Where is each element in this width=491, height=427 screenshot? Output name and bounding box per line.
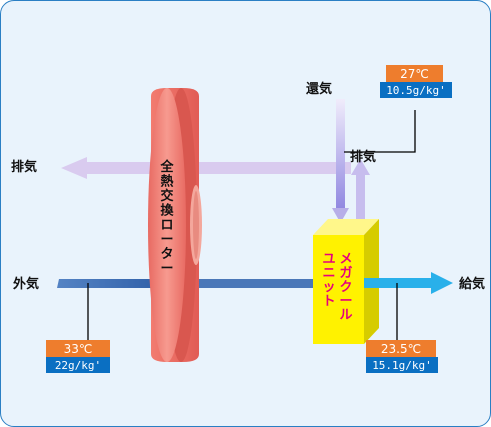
outside-air-line	[57, 279, 313, 288]
supply-air-readout: 23.5℃ 15.1g/kg'	[366, 340, 438, 373]
unit-label-col1-char: メ	[339, 252, 352, 267]
rotor-label-char: ー	[160, 262, 173, 277]
unit-label-col1-char: ク	[339, 280, 352, 295]
rotor-label-char: ロ	[160, 218, 173, 233]
unit-label-col2-char: ユ	[322, 252, 335, 267]
supply-air-humidity-box	[366, 357, 438, 373]
exhaust-up-arrow	[351, 159, 370, 219]
supply-air-label: 給気	[459, 276, 485, 292]
supply-air-humidity: 15.1g/kg'	[372, 359, 432, 372]
outside-air-readout: 33℃ 22g/kg'	[46, 340, 110, 373]
supply-air-temp-box	[366, 340, 436, 357]
return-air-pipe	[332, 99, 349, 223]
outside-air-humidity-box	[46, 357, 110, 373]
unit-label-col2-char: ッ	[322, 280, 335, 295]
unit-label-col1-char: ー	[339, 294, 352, 309]
return-air-temp: 27℃	[400, 67, 429, 81]
unit-label-col2-char: ト	[322, 294, 335, 309]
exhaust-label-top: 排気	[350, 149, 376, 165]
rotor-label-char: 全	[159, 159, 174, 175]
return-air-humidity-box	[380, 82, 452, 98]
return-air-humidity: 10.5g/kg'	[386, 84, 446, 97]
leader-lines	[87, 110, 416, 340]
supply-air-temp: 23.5℃	[381, 342, 421, 356]
exhaust-label-left: 排気	[11, 159, 37, 175]
return-air-temp-box	[386, 65, 443, 82]
outside-air-temp: 33℃	[64, 342, 93, 356]
return-air-label: 還気	[306, 81, 332, 97]
exhaust-flow-arrow	[61, 157, 351, 179]
supply-air-arrow	[364, 272, 453, 294]
return-air-readout: 27℃ 10.5g/kg'	[380, 65, 452, 98]
return-air-leader-line	[344, 110, 416, 153]
outside-air-label: 外気	[12, 276, 39, 292]
unit-label-col2-char: ニ	[322, 266, 335, 281]
outside-air-temp-box	[46, 340, 110, 357]
rotor-label-char: タ	[160, 247, 173, 262]
rotor-label-char: 熱	[160, 174, 173, 190]
rotor-label-char: 交	[160, 188, 173, 204]
rotor-label-char: ー	[160, 233, 173, 248]
unit-label-col1-char: ガ	[339, 266, 352, 281]
outside-air-humidity: 22g/kg'	[55, 359, 101, 372]
rotor-label-char: 換	[160, 203, 174, 219]
unit-label-col1-char: ル	[339, 308, 352, 323]
